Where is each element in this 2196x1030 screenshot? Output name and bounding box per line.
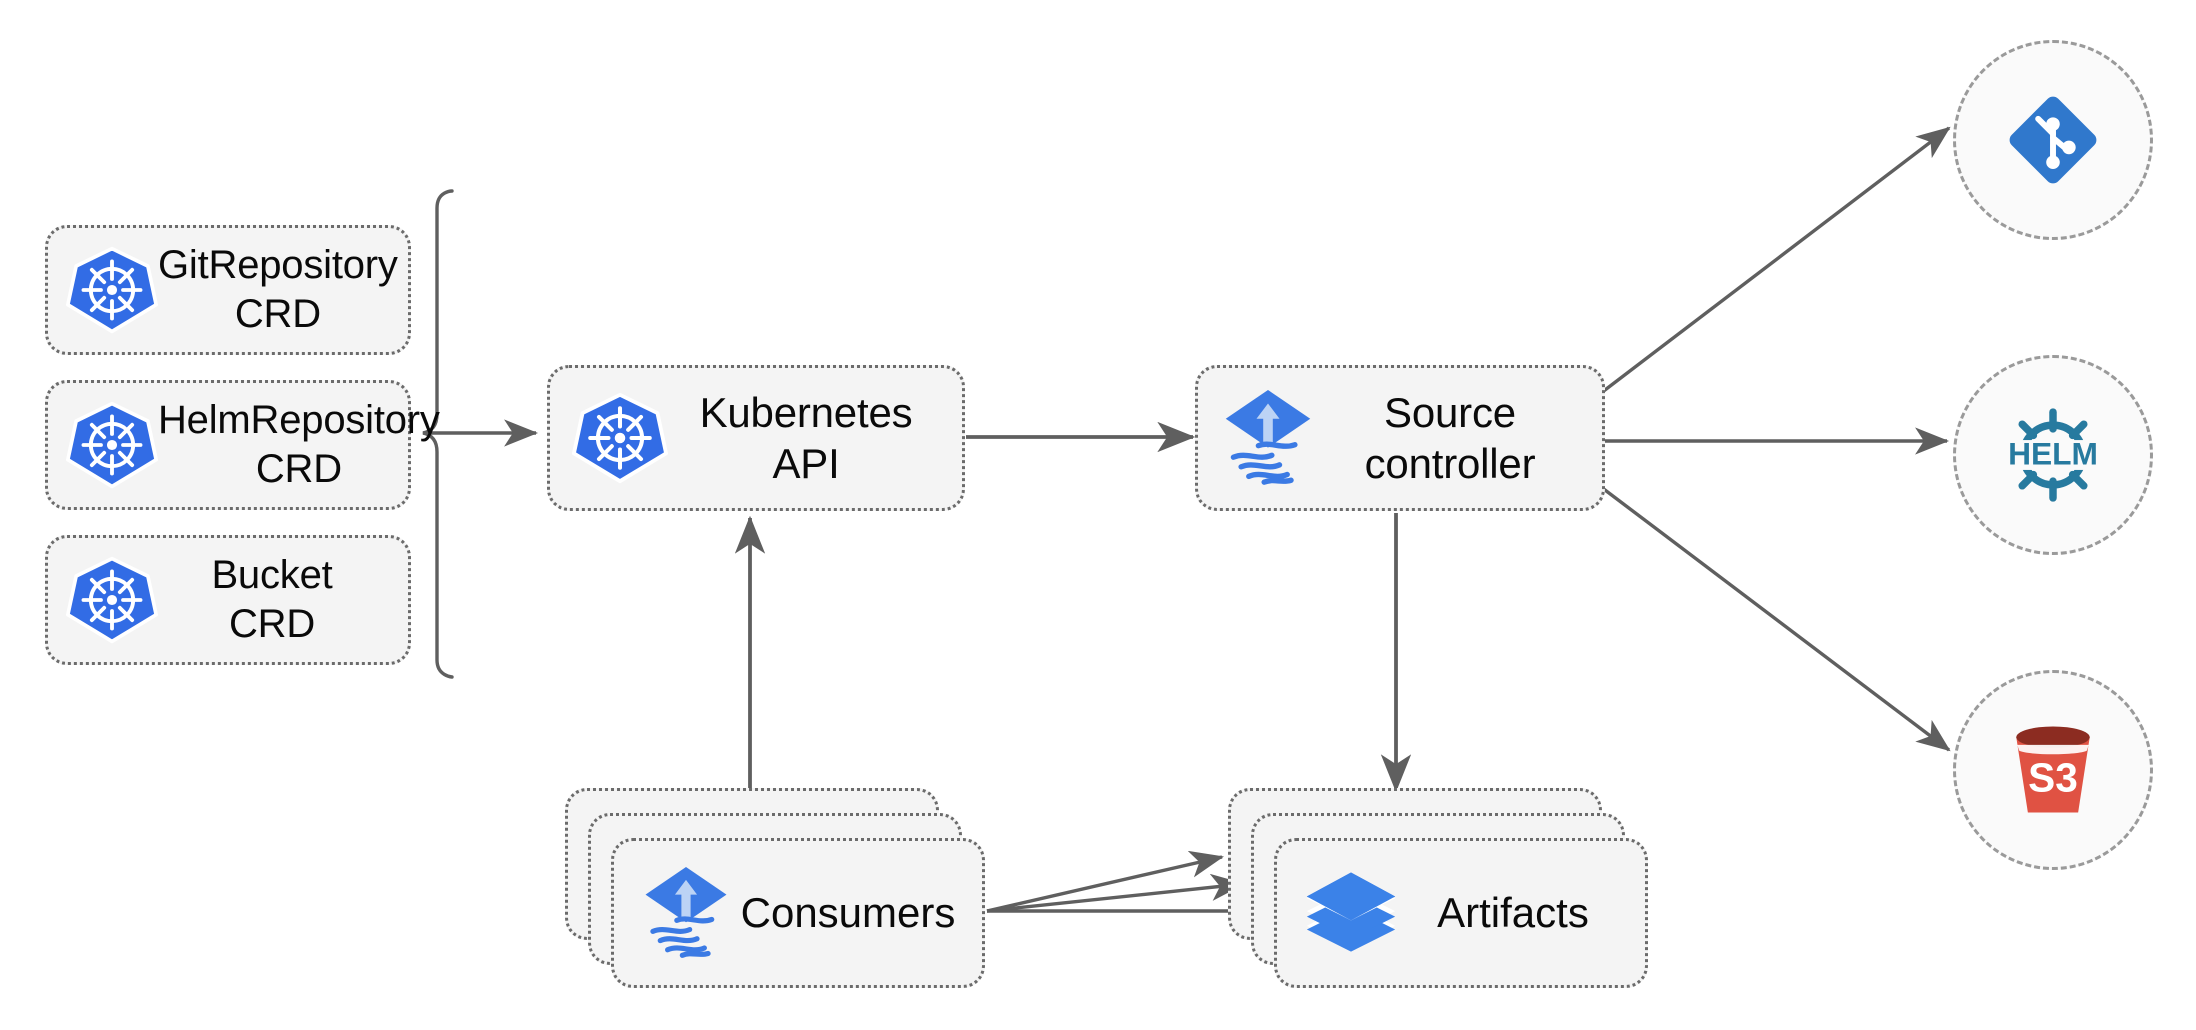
crd-box-label: GitRepository CRD <box>158 243 398 336</box>
kubernetes-icon <box>66 554 158 646</box>
s3-icon: S3 <box>1995 712 2111 828</box>
node-source-controller[interactable]: Source controller <box>1195 365 1605 511</box>
node-git-target[interactable] <box>1953 40 2153 240</box>
node-label: Consumers <box>740 889 956 936</box>
layers-icon <box>1303 867 1399 959</box>
crd-box-helmrepository[interactable]: HelmRepository CRD <box>45 380 440 510</box>
crd-box-bucket[interactable]: Bucket CRD <box>45 535 411 665</box>
kubernetes-icon <box>572 390 668 486</box>
node-kubernetes-api[interactable]: Kubernetes API <box>547 365 965 511</box>
helm-wordmark: HELM <box>2008 435 2098 471</box>
git-icon <box>2000 87 2106 193</box>
crd-box-label: Bucket CRD <box>211 553 333 646</box>
node-consumers[interactable]: Consumers <box>565 788 985 988</box>
node-label: Artifacts <box>1437 889 1589 936</box>
crd-box-label: HelmRepository CRD <box>158 398 440 491</box>
edge-consumers-to-artifacts-2 <box>986 873 1246 913</box>
helm-icon: HELM <box>1997 399 2109 511</box>
node-helm-target[interactable]: HELM <box>1953 355 2153 555</box>
kubernetes-icon <box>66 244 158 336</box>
artifacts-stack-card-front[interactable]: Artifacts <box>1274 838 1648 988</box>
crd-box-gitrepository[interactable]: GitRepository CRD <box>45 225 411 355</box>
consumers-stack-card-front[interactable]: Consumers <box>611 838 985 988</box>
node-label: Kubernetes API <box>699 388 913 487</box>
s3-wordmark: S3 <box>2028 754 2078 800</box>
edge-source-to-git <box>1599 126 1951 395</box>
flux-icon <box>1220 386 1316 490</box>
flux-icon <box>640 863 732 963</box>
edge-source-to-s3 <box>1599 485 1951 752</box>
node-artifacts[interactable]: Artifacts <box>1228 788 1648 988</box>
edge-consumers-to-artifacts-1 <box>986 850 1224 913</box>
kubernetes-icon <box>66 399 158 491</box>
node-label: Source controller <box>1364 388 1536 487</box>
node-s3-target[interactable]: S3 <box>1953 670 2153 870</box>
